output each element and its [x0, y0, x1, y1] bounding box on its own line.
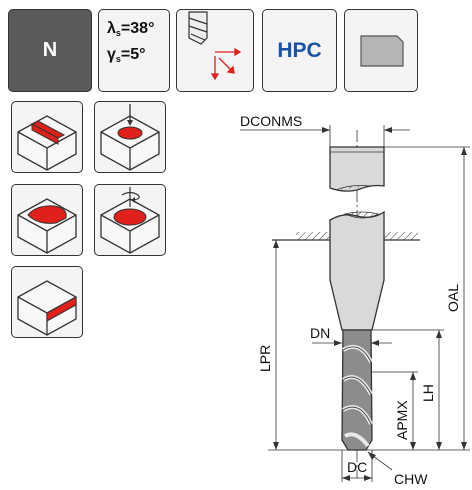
shank-upper [329, 146, 385, 192]
dim-lpr [273, 240, 279, 450]
helix-angle: λs=38° [107, 20, 155, 38]
dim-dc [341, 450, 373, 482]
operation-helical-boring-tile [94, 184, 166, 256]
label-oal: OAL [445, 284, 461, 312]
operation-pocketing-tile [11, 184, 83, 256]
plunging-icon [100, 104, 160, 171]
dim-dn [312, 340, 392, 346]
material-group-tile: N [8, 9, 92, 92]
side-milling-icon [17, 280, 77, 336]
corner-chamfer-tile [344, 9, 418, 92]
dim-chw [367, 451, 393, 471]
hpc-tile: HPC [262, 9, 337, 92]
material-group-label: N [42, 39, 58, 61]
label-lh: LH [420, 384, 436, 402]
cutting-direction-tile [176, 9, 254, 92]
corner-chamfer-icon [360, 35, 404, 67]
drill-direction-icon [188, 11, 242, 81]
dim-apmx [372, 371, 418, 450]
rake-angle: γs=5° [107, 46, 146, 64]
shank-lower [329, 210, 385, 331]
hpc-label: HPC [277, 38, 322, 62]
dim-oal [384, 146, 470, 450]
label-apmx: APMX [394, 400, 410, 440]
dim-dconms [240, 125, 410, 147]
helical-boring-icon [100, 187, 160, 254]
label-lpr: LPR [257, 345, 273, 372]
cutting-angles-tile: λs=38° γs=5° [98, 9, 170, 92]
label-dc: DC [347, 459, 367, 475]
fluted-cutting-head [341, 329, 373, 451]
label-chw: CHW [394, 471, 428, 487]
operation-slotting-tile [11, 101, 83, 173]
slotting-icon [17, 115, 77, 171]
dim-lh [372, 329, 444, 450]
label-dconms: DCONMS [240, 113, 302, 129]
operation-side-milling-tile [11, 266, 83, 338]
label-dn: DN [310, 325, 330, 341]
pocketing-icon [17, 198, 77, 254]
spindle-face [272, 232, 420, 241]
operation-plunging-tile [94, 101, 166, 173]
